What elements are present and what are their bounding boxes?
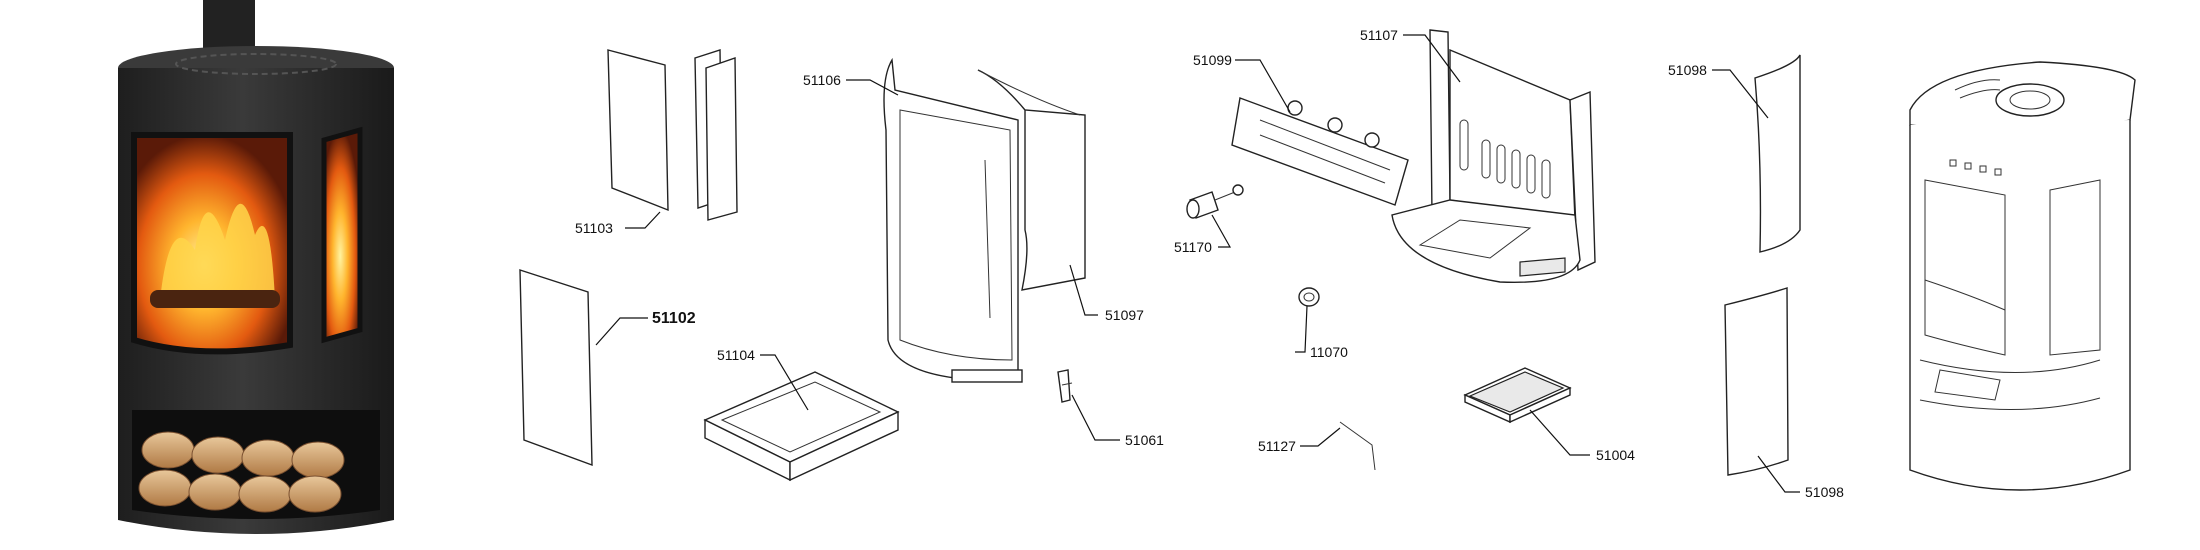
part-51098-lower-panel <box>1724 287 1789 476</box>
label-51098-top: 51098 <box>1668 62 1707 78</box>
leader-51098-bottom <box>1757 455 1800 493</box>
fire-flames <box>160 203 275 300</box>
leader-51102 <box>595 317 648 346</box>
part-51103-glass <box>607 49 738 221</box>
label-51170: 51170 <box>1174 239 1212 255</box>
label-51061: 51061 <box>1125 432 1164 448</box>
leader-51107 <box>1403 34 1461 83</box>
leader-51104 <box>760 354 809 411</box>
leader-51061 <box>1071 394 1120 441</box>
label-51103: 51103 <box>575 220 613 236</box>
leader-51127 <box>1300 427 1341 447</box>
part-51097-side-panel <box>977 69 1086 291</box>
part-51170-knob <box>1186 184 1244 219</box>
label-51004: 51004 <box>1596 447 1635 463</box>
part-51004-brick <box>1463 367 1572 424</box>
label-51104: 51104 <box>717 347 755 363</box>
part-51061-clip <box>1057 369 1073 403</box>
part-51099-grate <box>1231 97 1409 206</box>
part-51102-glass <box>519 269 593 467</box>
leader-51097 <box>1069 264 1098 316</box>
part-51127-tool <box>1339 421 1376 471</box>
leader-51099 <box>1235 59 1291 113</box>
drawing-vent-squares <box>1949 159 2002 176</box>
part-11070-nut <box>1298 287 1320 307</box>
part-51107-firebox <box>1391 29 1596 284</box>
stove-top-vents <box>175 53 337 75</box>
leader-11070 <box>1295 305 1308 353</box>
leader-51098-top <box>1712 69 1769 119</box>
label-11070: 11070 <box>1310 344 1348 360</box>
part-51106-door-frame <box>883 57 1023 383</box>
label-51107: 51107 <box>1360 27 1398 43</box>
stove-photo <box>118 0 394 534</box>
part-51098-upper-panel <box>1754 54 1801 253</box>
firebox-slots <box>1459 119 1551 199</box>
label-51097: 51097 <box>1105 307 1144 323</box>
fire-logs <box>150 290 280 308</box>
label-51102: 51102 <box>652 310 696 327</box>
leader-51106 <box>846 79 899 96</box>
firewood-stack <box>138 431 345 513</box>
label-51106: 51106 <box>803 72 841 88</box>
stove-side-window <box>321 126 363 344</box>
leader-51004 <box>1529 409 1590 456</box>
label-51099: 51099 <box>1193 52 1232 68</box>
assembled-stove-drawing <box>1909 61 2136 491</box>
part-51104-ash-tray <box>703 371 900 482</box>
label-51098-bottom: 51098 <box>1805 484 1844 500</box>
leader-51170 <box>1211 214 1232 248</box>
label-51127: 51127 <box>1258 438 1296 454</box>
leader-51103 <box>625 211 661 229</box>
